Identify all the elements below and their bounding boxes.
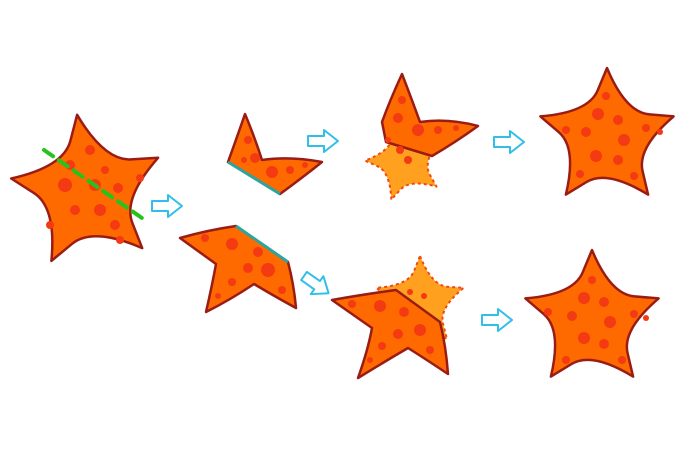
lower-regrowing <box>330 255 465 380</box>
spot <box>404 156 412 164</box>
spot <box>618 356 626 364</box>
spot <box>393 113 403 123</box>
spot <box>588 276 596 284</box>
spot <box>367 357 373 363</box>
spot <box>578 292 590 304</box>
spot <box>599 297 609 307</box>
arrow-to-fragments <box>151 194 183 218</box>
spot <box>590 150 602 162</box>
starfish-whole <box>9 113 160 263</box>
spot <box>302 162 308 168</box>
upper-fragment <box>226 112 324 196</box>
right-arrow-icon <box>151 194 183 218</box>
spot <box>412 124 424 136</box>
spot <box>613 155 623 165</box>
spot <box>562 356 570 364</box>
star-body <box>539 66 675 196</box>
spot <box>581 127 591 137</box>
spot <box>578 332 590 344</box>
upper-regrowing <box>364 72 480 201</box>
spot <box>576 170 584 178</box>
spot <box>630 310 638 318</box>
spot <box>613 115 623 125</box>
spot <box>657 129 663 135</box>
arrow-upper-to-regrowing <box>307 129 339 153</box>
spot <box>243 263 253 273</box>
star-body <box>9 113 160 263</box>
right-arrow-icon <box>300 270 330 296</box>
lower-fragment <box>178 224 298 314</box>
spot <box>94 204 106 216</box>
spot <box>244 136 252 144</box>
spot <box>286 166 294 174</box>
spot <box>385 137 391 143</box>
spot <box>592 108 604 120</box>
original-part <box>330 288 450 380</box>
spot <box>266 166 278 178</box>
spot <box>421 293 427 299</box>
spot <box>253 247 263 257</box>
spot <box>414 324 426 336</box>
spot <box>85 145 95 155</box>
spot <box>136 174 144 182</box>
right-arrow-icon <box>493 130 525 154</box>
spot <box>201 234 209 242</box>
spot <box>348 300 356 308</box>
arrow-upper-to-regenerated <box>493 130 525 154</box>
spot <box>116 236 124 244</box>
lower-regenerated-star <box>524 248 660 378</box>
spot <box>453 125 459 131</box>
spot <box>602 92 610 100</box>
spot <box>630 172 638 180</box>
spot <box>434 126 442 134</box>
spot <box>642 124 650 132</box>
spot <box>226 238 238 250</box>
spot <box>618 134 630 146</box>
spot <box>374 300 386 312</box>
spot <box>396 146 404 154</box>
spot <box>567 311 577 321</box>
spot <box>113 183 123 193</box>
spot <box>643 315 649 321</box>
spot <box>70 205 80 215</box>
spot <box>562 126 570 134</box>
fragment-body <box>226 112 324 196</box>
spot <box>58 178 72 192</box>
spot <box>215 293 221 299</box>
cut-edge <box>235 224 289 264</box>
upper-regenerated-star <box>539 66 675 196</box>
spot <box>261 263 275 277</box>
spot <box>426 346 434 354</box>
spot <box>46 221 54 229</box>
right-arrow-icon <box>307 129 339 153</box>
arrow-lower-to-regrowing <box>300 270 330 296</box>
spot <box>228 278 236 286</box>
spot <box>101 166 109 174</box>
spot <box>110 220 120 230</box>
spot <box>398 96 406 104</box>
spot <box>399 307 409 317</box>
original-part <box>380 72 480 158</box>
spot <box>241 157 247 163</box>
arrow-lower-to-regenerated <box>481 308 513 332</box>
spot <box>250 153 260 163</box>
cut-edge <box>227 160 281 196</box>
spot <box>604 316 616 328</box>
dashed-cut-line <box>42 148 144 220</box>
star-body <box>524 248 660 378</box>
spot <box>407 289 413 295</box>
right-arrow-icon <box>481 308 513 332</box>
spot <box>393 329 403 339</box>
spot <box>378 342 386 350</box>
spot <box>599 339 609 349</box>
spot <box>278 286 286 294</box>
spot <box>544 308 552 316</box>
fragment-body <box>178 224 298 314</box>
